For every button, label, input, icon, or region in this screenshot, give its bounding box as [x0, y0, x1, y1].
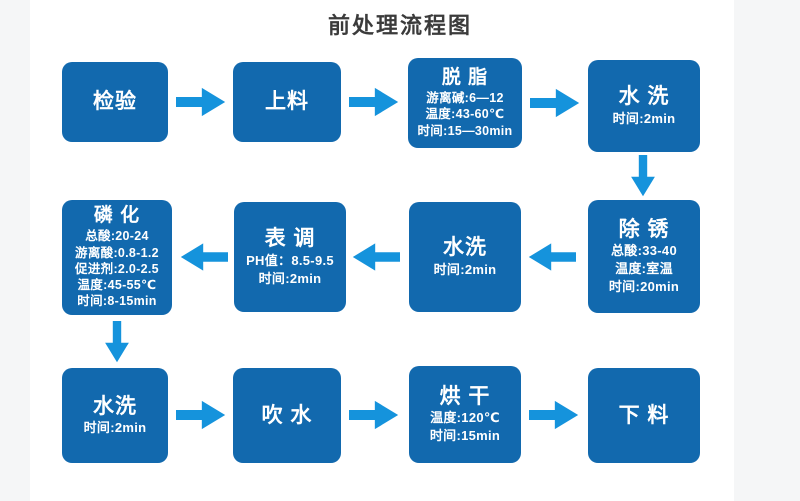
box-water-wash-3: 水洗 时间:2min [62, 368, 168, 463]
box-air-blow: 吹 水 [233, 368, 341, 463]
arrow-right-icon [176, 84, 226, 120]
box-degreasing: 脱 脂 游离碱:6—12 温度:43-60℃ 时间:15—30min [408, 58, 522, 148]
box-surface-conditioning: 表 调 PH值：8.5-9.5 时间:2min [234, 202, 346, 312]
box-detail: 时间:2min [433, 261, 497, 277]
box-detail: 时间:20min [608, 279, 680, 295]
box-water-wash-1: 水 洗 时间:2min [588, 60, 700, 152]
box-detail: 时间:2min [612, 110, 676, 126]
box-title: 水 洗 [618, 85, 670, 109]
box-detail: 时间:2min [83, 420, 147, 436]
page-title: 前处理流程图 [327, 13, 472, 38]
arrow-left-icon [528, 239, 576, 275]
right-margin-strip [734, 0, 800, 501]
box-detail: 游离酸:0.8-1.2 [75, 245, 159, 260]
box-title: 水洗 [443, 236, 487, 260]
box-title: 表 调 [264, 227, 316, 251]
box-title: 下 料 [618, 403, 670, 427]
box-inspection: 检验 [62, 62, 168, 142]
box-detail: 温度:120℃ [430, 410, 500, 426]
box-title: 吹 水 [261, 403, 313, 427]
box-detail: 游离碱:6—12 [426, 91, 504, 106]
arrow-left-icon [352, 239, 400, 275]
box-rust-removal: 除 锈 总酸:33-40 温度:室温 时间:20min [588, 200, 700, 313]
box-title: 磷 化 [93, 205, 141, 227]
box-water-wash-2: 水洗 时间:2min [409, 202, 521, 312]
box-title: 水洗 [93, 394, 137, 418]
box-detail: 温度:43-60℃ [425, 107, 505, 122]
box-phosphating: 磷 化 总酸:20-24 游离酸:0.8-1.2 促进剂:2.0-2.5 温度:… [62, 200, 172, 315]
box-title: 除 锈 [618, 218, 670, 241]
box-title: 上料 [265, 90, 309, 114]
box-title: 烘 干 [439, 384, 491, 408]
arrow-right-icon [349, 84, 399, 120]
box-drying: 烘 干 温度:120℃ 时间:15min [409, 366, 521, 463]
box-detail: 温度:室温 [615, 261, 673, 277]
arrow-right-icon [349, 397, 399, 433]
arrow-right-icon [176, 397, 226, 433]
box-detail: 温度:45-55℃ [77, 278, 157, 293]
box-detail: 时间:15min [429, 428, 501, 444]
arrow-left-icon [180, 239, 228, 275]
arrow-right-icon [530, 85, 580, 121]
box-detail: PH值：8.5-9.5 [246, 252, 334, 268]
arrow-down-icon [96, 320, 138, 364]
box-detail: 时间:8-15min [77, 294, 157, 309]
box-detail: 促进剂:2.0-2.5 [75, 261, 159, 276]
left-margin-strip [0, 0, 30, 501]
box-unloading: 下 料 [588, 368, 700, 463]
box-detail: 总酸:33-40 [611, 243, 677, 259]
box-title: 检验 [93, 90, 137, 114]
box-detail: 时间:15—30min [417, 123, 513, 138]
box-loading: 上料 [233, 62, 341, 142]
arrow-down-icon [622, 155, 664, 197]
box-title: 脱 脂 [441, 67, 489, 89]
box-detail: 总酸:20-24 [85, 229, 149, 244]
box-detail: 时间:2min [258, 270, 322, 286]
arrow-right-icon [529, 397, 579, 433]
